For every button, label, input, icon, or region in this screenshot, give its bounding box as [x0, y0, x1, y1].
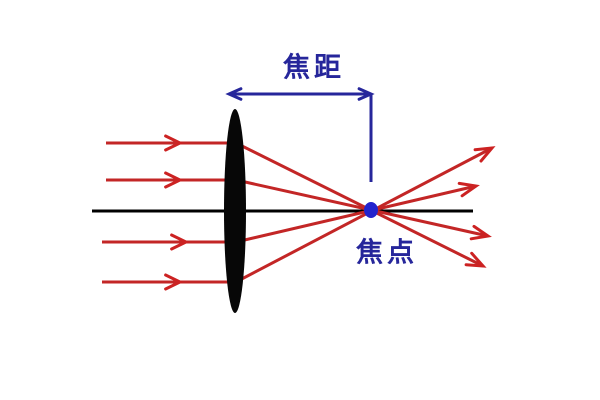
focal-length-label: 焦距	[283, 52, 345, 84]
dimension-left-arrowhead-icon	[225, 87, 243, 101]
refracted-ray-arrowhead-icon	[464, 251, 487, 268]
refracted-ray-arrowhead-icon	[457, 181, 480, 198]
incident-ray-arrowhead-icon	[164, 273, 184, 291]
convex-lens-ellipse	[224, 109, 246, 313]
incident-ray-arrowhead-icon	[164, 134, 184, 152]
focal-point-label: 焦点	[356, 237, 418, 269]
incident-ray-arrowhead-icon	[170, 233, 190, 251]
refracted-ray	[235, 178, 489, 238]
refracted-ray	[235, 184, 477, 244]
refracted-ray	[235, 141, 484, 268]
incident-ray-arrowhead-icon	[164, 171, 184, 189]
refracted-ray	[235, 146, 493, 284]
refracted-ray-arrowhead-icon	[473, 146, 496, 163]
focal-point-dot	[364, 202, 378, 218]
refracted-ray-arrowhead-icon	[469, 224, 492, 241]
